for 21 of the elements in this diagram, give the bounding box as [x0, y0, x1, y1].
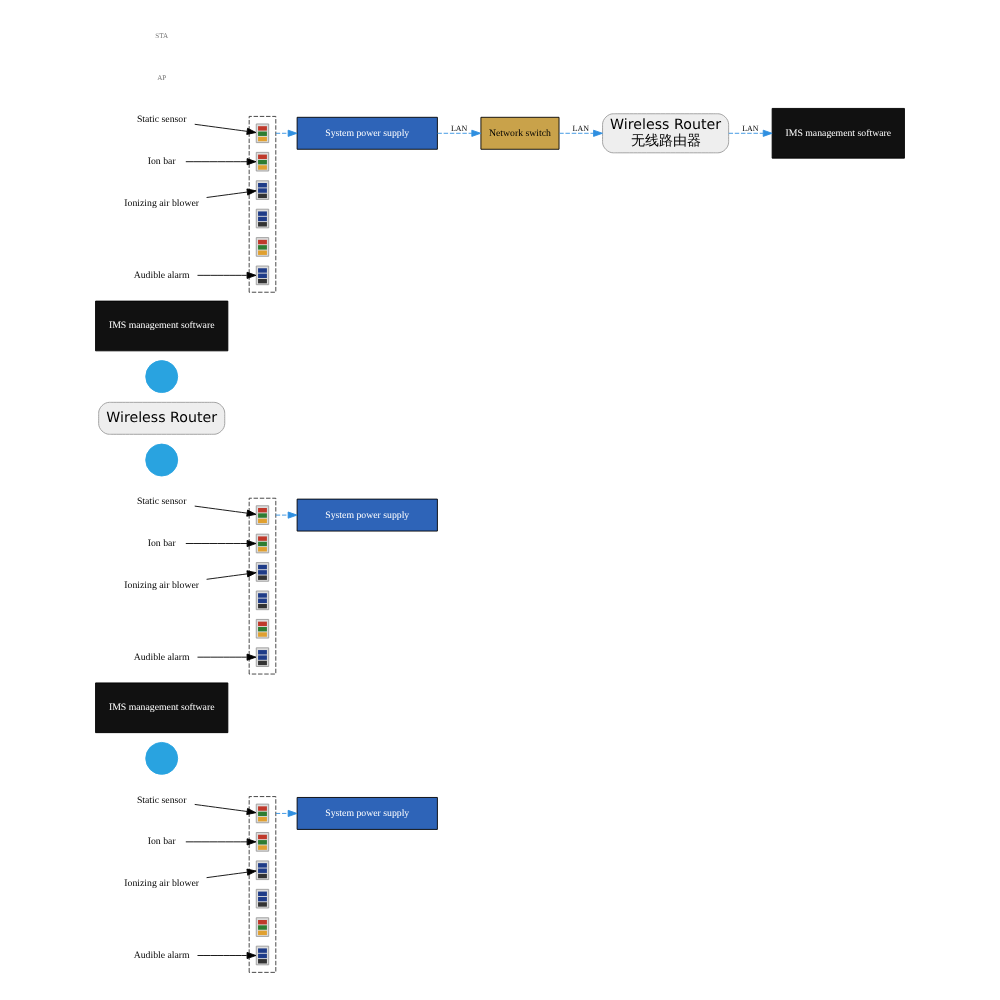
- arrow: [437, 129, 482, 137]
- arrow: [558, 129, 603, 137]
- arrow: [194, 804, 257, 815]
- arrow: [206, 188, 257, 198]
- arrow: [728, 129, 773, 137]
- arrow: [275, 511, 298, 519]
- arrow: [185, 539, 257, 548]
- arrow: [185, 838, 257, 846]
- node-circle: [145, 443, 179, 477]
- arrow: [197, 271, 257, 279]
- arrow: [197, 653, 257, 661]
- arrow: [206, 868, 257, 879]
- arrow: [206, 570, 257, 580]
- arrow: [275, 809, 298, 817]
- node-circle: [145, 741, 179, 775]
- node-circle: [145, 360, 179, 393]
- arrow: [185, 158, 257, 166]
- arrow: [194, 505, 257, 517]
- arrow: [275, 129, 298, 137]
- arrow: [197, 951, 257, 960]
- arrow: [194, 123, 257, 135]
